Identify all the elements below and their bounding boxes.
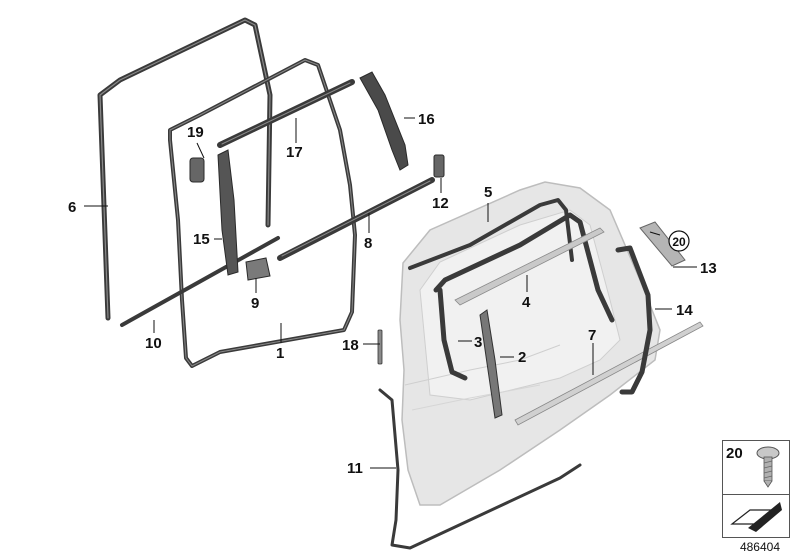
callout-3: 3 (474, 334, 482, 351)
seal-1-highlight (169, 59, 356, 367)
callout-8: 8 (364, 235, 372, 252)
leader-lines (84, 117, 697, 469)
strip-17-hi (221, 82, 351, 145)
part-20-inset: 20 (722, 440, 790, 496)
callout-15: 15 (193, 231, 210, 248)
part-20-label: 20 (726, 445, 743, 462)
door-panel (399, 181, 661, 506)
trim-16 (359, 71, 409, 171)
callout-17: 17 (286, 144, 303, 161)
trim-15 (217, 149, 239, 276)
callout-16: 16 (418, 111, 435, 128)
callout-7: 7 (588, 327, 596, 344)
direction-symbol-icon (730, 502, 782, 532)
seal-14 (615, 245, 653, 395)
channel-3 (437, 287, 468, 381)
strip-10 (120, 236, 280, 327)
seal-11 (378, 388, 582, 550)
pin-18 (377, 329, 383, 365)
callout-19: 19 (187, 124, 204, 141)
symbol-inset (722, 494, 790, 538)
callout-2: 2 (518, 349, 526, 366)
clip-12 (433, 154, 445, 178)
callout-18: 18 (342, 337, 359, 354)
plate-13 (639, 221, 686, 267)
callout-13: 13 (700, 260, 717, 277)
bracket-9 (245, 257, 271, 281)
seal-6-highlight (99, 19, 271, 319)
callout-5: 5 (484, 184, 492, 201)
trim-4 (454, 227, 605, 306)
seal-6 (97, 17, 273, 321)
screw-icon (756, 446, 780, 488)
clip-19 (189, 157, 205, 183)
molding-7 (514, 321, 704, 426)
callout-4: 4 (522, 294, 531, 311)
callout-10: 10 (145, 335, 162, 352)
channel-4 (433, 212, 615, 323)
callout-6: 6 (68, 199, 76, 216)
strip-8-hi (281, 180, 431, 257)
callout-14: 14 (676, 302, 693, 319)
callout-11: 11 (347, 460, 363, 477)
callout-20: 20 (672, 235, 686, 249)
callout-20-circle (668, 230, 690, 252)
callout-12: 12 (432, 195, 449, 212)
callout-1: 1 (276, 345, 284, 362)
catalog-number: 486404 (739, 540, 780, 554)
callout-9: 9 (251, 295, 259, 312)
seal-1 (168, 58, 357, 368)
trim-2 (479, 309, 503, 419)
